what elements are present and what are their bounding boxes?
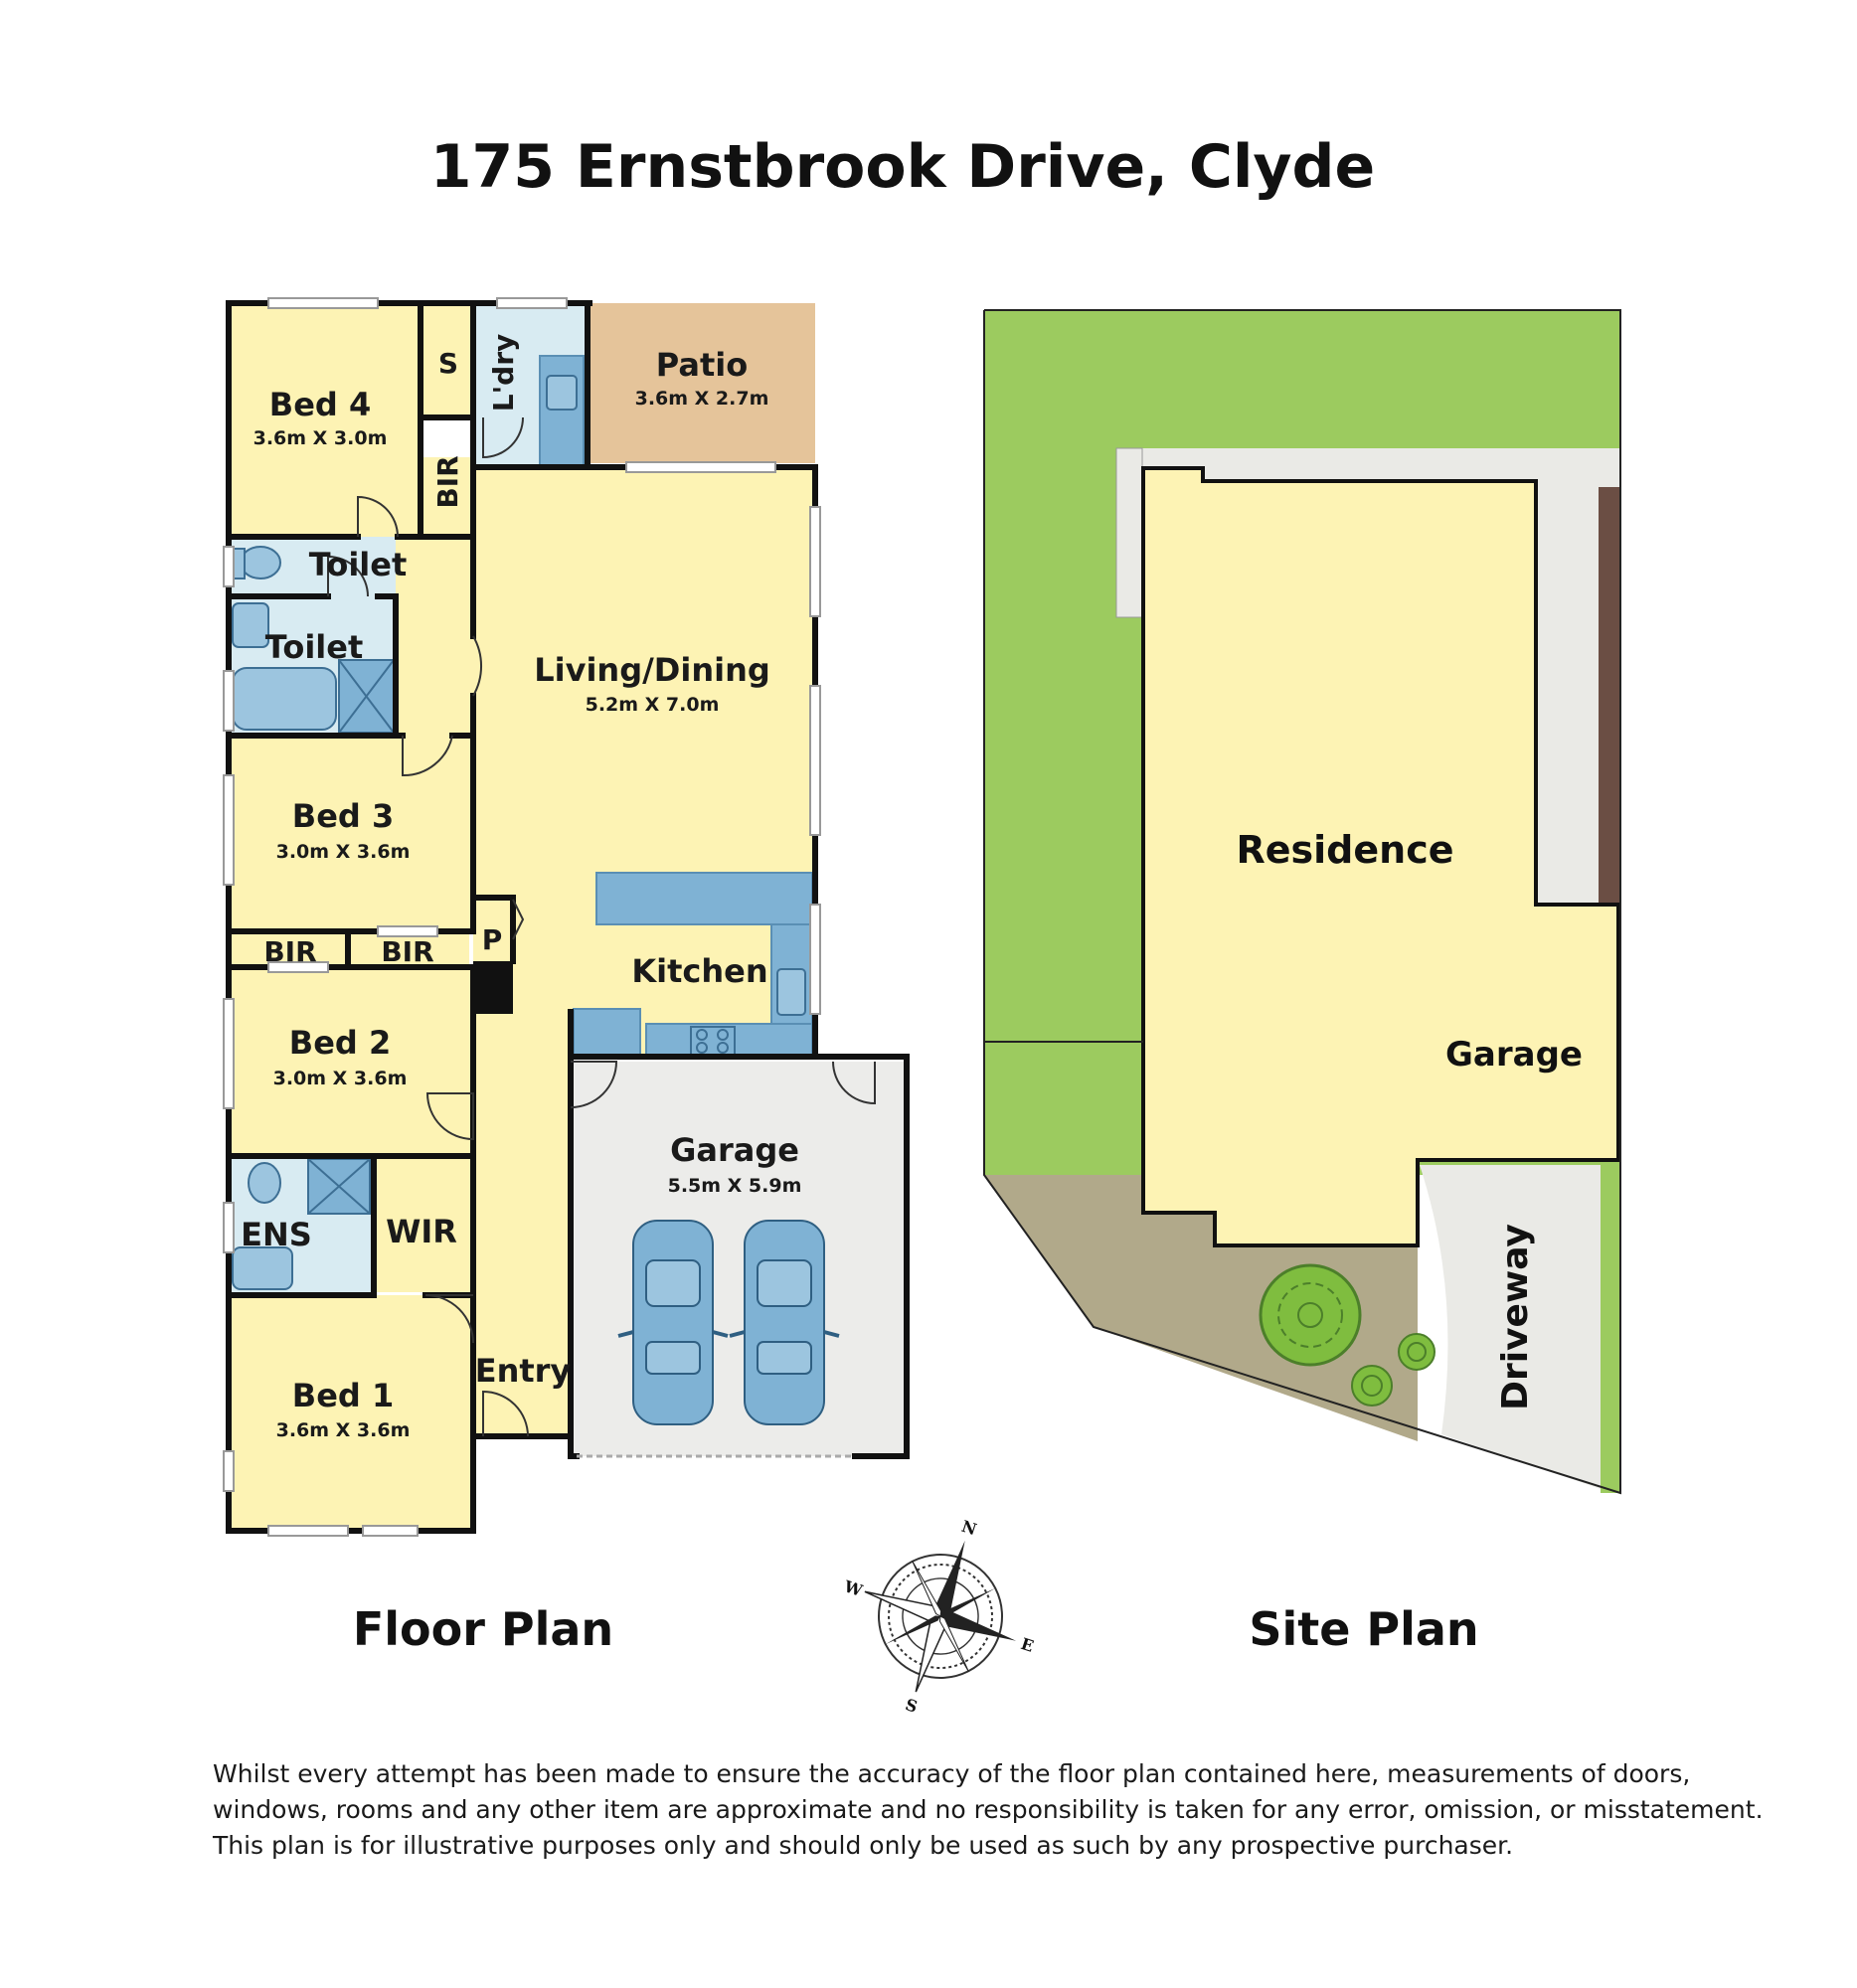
compass-n: N [959, 1517, 979, 1540]
room-label-kitchen: Kitchen [631, 952, 767, 990]
site-lawn-strip [1601, 1165, 1620, 1493]
room-label-bed1: Bed 1 [292, 1377, 394, 1414]
site-residence [1141, 466, 1620, 1247]
site-label-driveway: Driveway [1495, 1224, 1536, 1410]
pantry-block [473, 961, 513, 1014]
car-icon [729, 1220, 840, 1425]
room-label-bir-top: BIR [431, 455, 464, 508]
room-label-garage: Garage [670, 1131, 799, 1169]
compass-rose-icon: N E S W [841, 1517, 1036, 1717]
bed1-room [229, 1295, 473, 1529]
room-label-pantry: P [482, 923, 503, 956]
living-dining-room [473, 467, 815, 1436]
room-label-bed3: Bed 3 [292, 797, 394, 835]
kitchen-island [595, 872, 813, 925]
compass-w: W [841, 1576, 866, 1600]
tree-icon [1259, 1263, 1362, 1367]
page-title: 175 Ernstbrook Drive, Clyde [430, 132, 1375, 202]
floor-plan-caption: Floor Plan [353, 1602, 613, 1656]
room-dim-bed4: 3.6m X 3.0m [253, 427, 388, 449]
vanity1-icon [232, 602, 269, 648]
room-label-patio: Patio [656, 346, 748, 384]
kitchen-sink-icon [776, 968, 806, 1016]
store-room [423, 305, 473, 417]
car-icon [617, 1220, 729, 1425]
room-label-laundry: L'dry [487, 334, 520, 413]
room-label-ens: ENS [241, 1216, 312, 1253]
room-label-toilet2: Toilet [265, 628, 364, 666]
door-swings [327, 416, 876, 1437]
room-dim-bed1: 3.6m X 3.6m [276, 1419, 411, 1441]
disclaimer: Whilst every attempt has been made to en… [213, 1756, 1764, 1864]
room-label-store: S [438, 347, 458, 380]
toilet1-icon [240, 546, 281, 580]
room-label-bed4: Bed 4 [269, 386, 371, 423]
room-label-living: Living/Dining [534, 651, 770, 689]
site-label-residence: Residence [1236, 828, 1453, 872]
room-label-bir-right: BIR [381, 935, 433, 968]
floor-plan: Bed 4 3.6m X 3.0m S L'dry Patio 3.6m X 2… [223, 297, 910, 1656]
compass-s: S [903, 1695, 920, 1717]
room-dim-patio: 3.6m X 2.7m [635, 388, 769, 410]
room-label-toilet1: Toilet [309, 546, 408, 583]
room-dim-garage: 5.5m X 5.9m [668, 1175, 802, 1197]
bed2-room [229, 967, 473, 1154]
bath-icon [232, 667, 337, 731]
shrub-icon [1351, 1365, 1393, 1407]
bed3-room [229, 736, 473, 931]
site-plan-caption: Site Plan [1249, 1602, 1478, 1656]
disclaimer-line: This plan is for illustrative purposes o… [213, 1831, 1514, 1860]
shrub-icon [1398, 1333, 1435, 1371]
ens-vanity-icon [232, 1246, 293, 1290]
garage-floor [571, 1062, 907, 1456]
room-label-bir-left: BIR [263, 935, 316, 968]
disclaimer-line: windows, rooms and any other item are ap… [213, 1795, 1764, 1824]
windows [223, 297, 821, 1537]
ens-toilet-icon [248, 1162, 281, 1204]
room-dim-bed2: 3.0m X 3.6m [273, 1068, 408, 1089]
bed4-room [229, 305, 421, 537]
site-label-garage: Garage [1445, 1035, 1583, 1075]
kitchen-bench-bottom [645, 1023, 813, 1058]
compass-e: E [1019, 1634, 1036, 1656]
site-plan: Residence Garage Driveway Site Plan [983, 309, 1621, 1656]
room-dim-living: 5.2m X 7.0m [586, 694, 720, 716]
site-driveway [1420, 1165, 1601, 1489]
shower-icon [338, 659, 395, 734]
disclaimer-line: Whilst every attempt has been made to en… [213, 1759, 1691, 1788]
room-dim-bed3: 3.0m X 3.6m [276, 841, 411, 863]
room-label-entry: Entry [475, 1352, 572, 1390]
bir-top-room [421, 457, 473, 537]
cooktop-icon [690, 1026, 736, 1056]
patio-area [590, 303, 815, 463]
site-paving-left [1115, 447, 1143, 618]
ens-shower-icon [307, 1158, 371, 1215]
kitchen-fridge [573, 1008, 641, 1058]
hall-upper [396, 537, 473, 736]
laundry-tub-icon [546, 375, 578, 411]
wir-room [376, 1156, 473, 1292]
site-fence [1599, 487, 1620, 905]
room-label-wir: WIR [386, 1213, 457, 1250]
site-boundary [983, 309, 1621, 1495]
room-label-bed2: Bed 2 [289, 1024, 391, 1062]
